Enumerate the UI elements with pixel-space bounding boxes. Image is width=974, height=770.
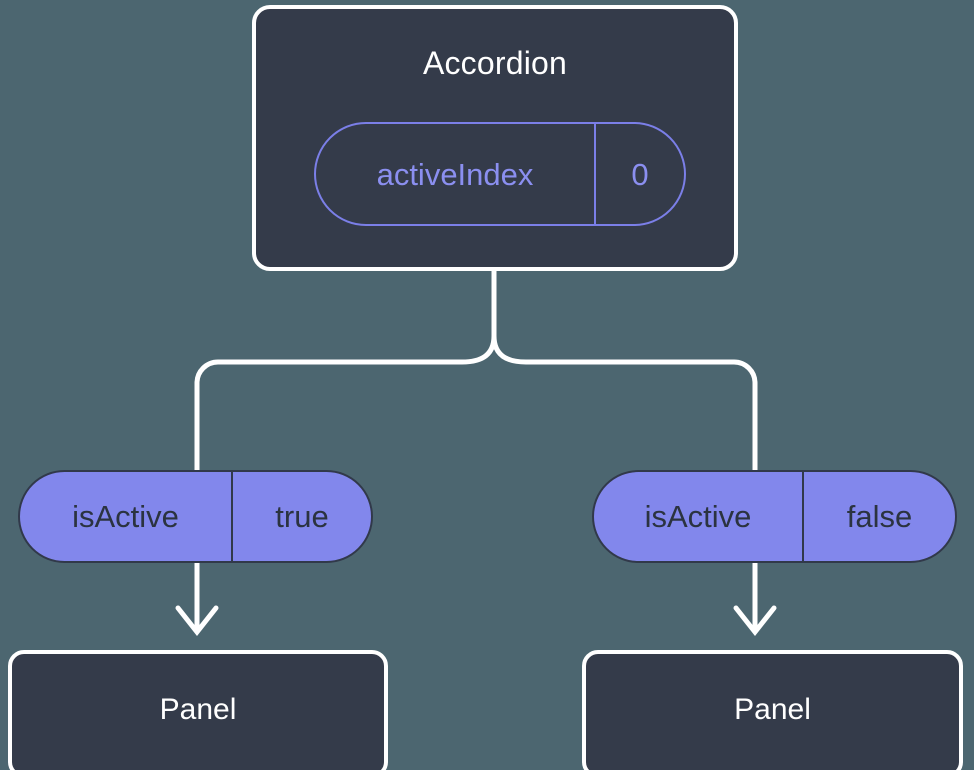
state-key-label: activeIndex bbox=[376, 156, 534, 192]
prop-value-label: true bbox=[231, 472, 371, 561]
fork-left-connector bbox=[194, 333, 497, 473]
state-pill-active-index[interactable]: activeIndex 0 bbox=[314, 122, 686, 226]
state-value-label: 0 bbox=[594, 124, 684, 224]
prop-key-label: isActive bbox=[72, 499, 179, 534]
prop-key-label: isActive bbox=[644, 499, 752, 534]
page-title: Accordion bbox=[422, 45, 568, 81]
prop-value-label: false bbox=[802, 472, 955, 561]
down-arrow-icon bbox=[175, 605, 219, 637]
panel-title: Panel bbox=[734, 693, 811, 726]
panel-component-card-left[interactable]: Panel bbox=[8, 650, 388, 770]
accordion-component-card[interactable]: Accordion activeIndex 0 bbox=[252, 5, 738, 271]
prop-pill-is-active-true[interactable]: isActive true bbox=[18, 470, 373, 563]
down-arrow-icon bbox=[733, 605, 777, 637]
fork-right-connector bbox=[491, 333, 758, 473]
prop-pill-is-active-false[interactable]: isActive false bbox=[592, 470, 957, 563]
panel-component-card-right[interactable]: Panel bbox=[582, 650, 963, 770]
panel-title: Panel bbox=[159, 693, 237, 726]
